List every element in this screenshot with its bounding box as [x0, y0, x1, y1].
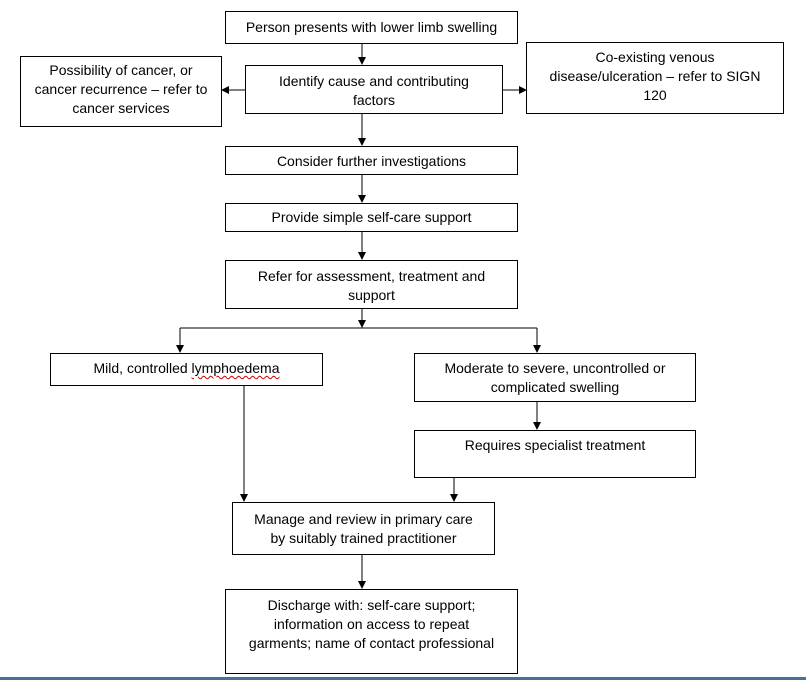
node-moderate-severe: Moderate to severe, uncontrolled or comp… [414, 353, 696, 402]
node-manage-review: Manage and review in primary care by sui… [232, 502, 495, 555]
node-mild-lymphoedema: Mild, controlled lymphoedema [50, 353, 323, 386]
bottom-rule [0, 677, 806, 680]
node-self-care-support: Provide simple self-care support [225, 203, 518, 232]
node-person-presents: Person presents with lower limb swelling [225, 11, 518, 44]
mild-label-term: lymphoedema [191, 360, 280, 376]
node-refer-assessment: Refer for assessment, treatment and supp… [225, 260, 518, 309]
mild-label: Mild, controlled [93, 360, 192, 376]
node-discharge: Discharge with: self-care support; infor… [225, 589, 518, 674]
node-venous-referral: Co-existing venous disease/ulceration – … [526, 42, 784, 114]
node-cancer-referral: Possibility of cancer, or cancer recurre… [20, 56, 222, 127]
node-further-investigations: Consider further investigations [225, 146, 518, 175]
node-specialist-treatment: Requires specialist treatment [414, 430, 696, 478]
node-identify-cause: Identify cause and contributing factors [245, 65, 503, 114]
